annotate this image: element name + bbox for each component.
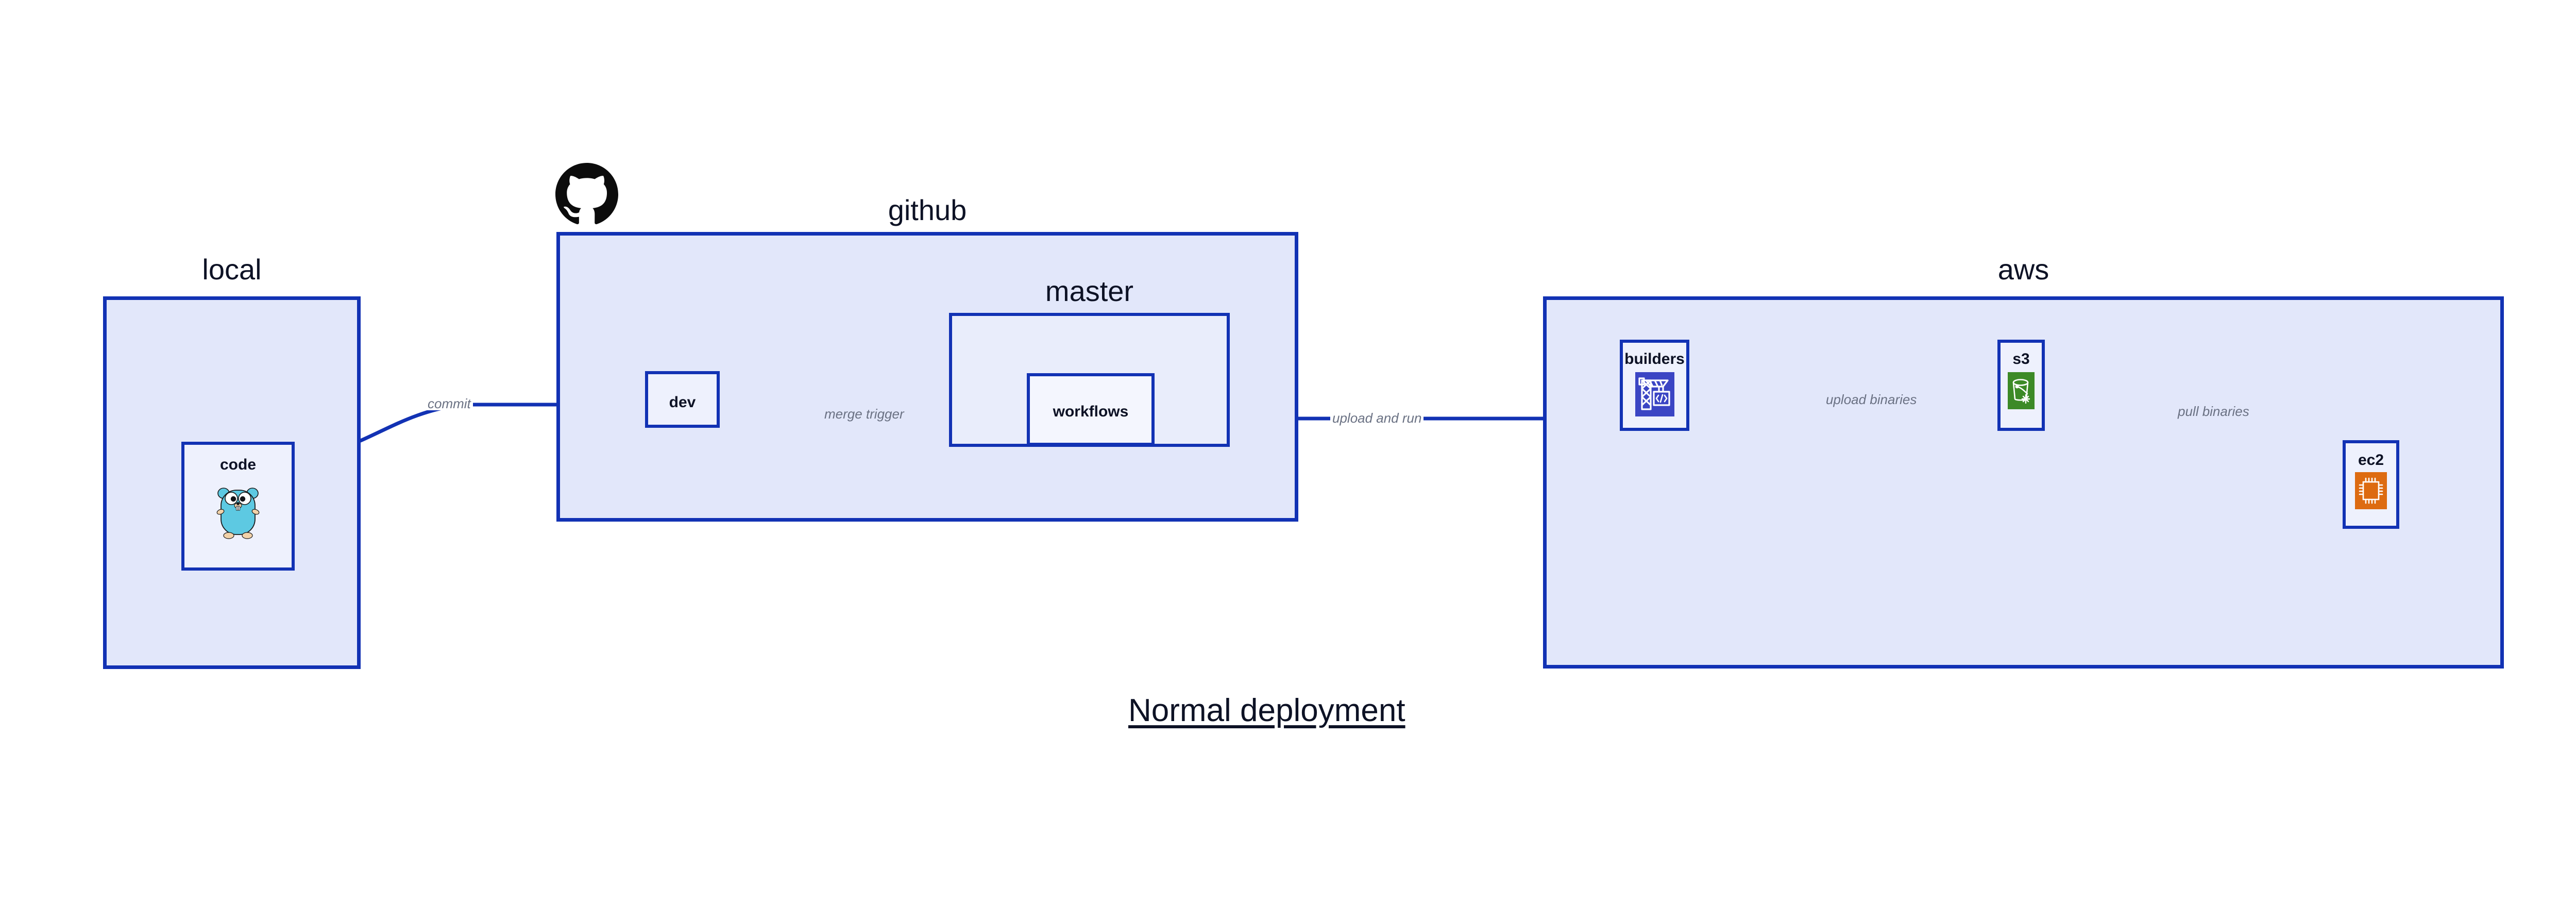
go-gopher-icon: [216, 485, 260, 541]
node-label-dev: dev: [669, 394, 696, 411]
node-box-s3[interactable]: s3: [1997, 340, 2045, 431]
node-box-workflows[interactable]: workflows: [1027, 373, 1155, 446]
diagram-title: Normal deployment: [1128, 693, 1405, 728]
group-box-aws[interactable]: builders: [1543, 296, 2504, 669]
group-box-local[interactable]: code: [103, 296, 361, 669]
subgroup-box-master[interactable]: workflows: [949, 313, 1230, 447]
group-label-github: github: [888, 194, 967, 226]
node-label-builders: builders: [1624, 350, 1685, 368]
edge-label-upload-and-run: upload and run: [1330, 411, 1424, 425]
group-label-local: local: [202, 253, 262, 286]
node-box-builders[interactable]: builders: [1620, 340, 1689, 431]
crane-code-icon: [1635, 372, 1674, 416]
subgroup-label-master: master: [1045, 275, 1134, 307]
s3-bucket-glacier-icon: [2008, 372, 2035, 409]
cpu-chip-icon: [2355, 472, 2387, 509]
node-label-code: code: [219, 456, 257, 473]
edge-label-commit: commit: [426, 397, 473, 410]
node-box-code[interactable]: code: [181, 442, 295, 571]
group-box-github[interactable]: dev master workflows: [556, 232, 1298, 522]
node-box-dev[interactable]: dev: [645, 371, 720, 428]
edge-label-pull-binaries: pull binaries: [2176, 405, 2251, 418]
node-label-s3: s3: [2012, 350, 2030, 368]
github-octocat-icon: [555, 163, 618, 226]
edge-label-upload-binaries: upload binaries: [1824, 393, 1919, 406]
group-label-aws: aws: [1997, 253, 2049, 286]
edge-label-merge-trigger: merge trigger: [822, 407, 906, 421]
node-label-ec2: ec2: [2358, 452, 2384, 469]
node-box-ec2[interactable]: ec2: [2343, 440, 2399, 529]
node-label-workflows: workflows: [1053, 403, 1129, 420]
